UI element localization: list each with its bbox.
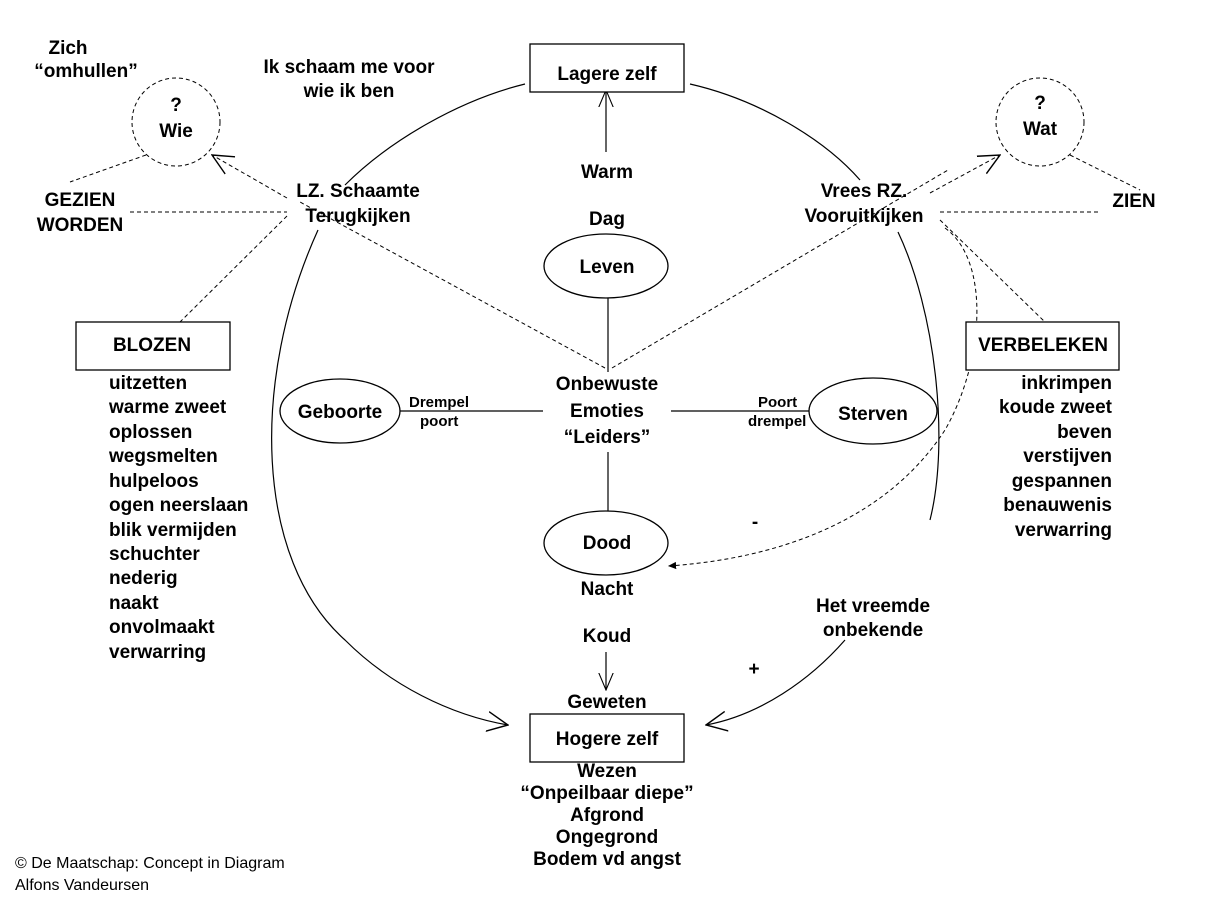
right-threshold-line1: Poort xyxy=(758,394,797,411)
left-node-line1: LZ. Schaamte xyxy=(296,181,420,202)
life-label: Leven xyxy=(580,257,635,278)
warm-label: Warm xyxy=(581,162,633,183)
center-line2: Emoties xyxy=(570,401,644,422)
list-item: verwarring xyxy=(109,642,206,663)
cold-label: Koud xyxy=(583,626,632,647)
lower-self-label: Lagere zelf xyxy=(557,64,657,85)
minus-sign: - xyxy=(752,512,758,533)
right-threshold-line2: drempel xyxy=(748,413,806,430)
list-item: beven xyxy=(1057,422,1112,443)
dashed-fear-to-what-arrow xyxy=(929,155,1000,194)
list-item: gespannen xyxy=(1012,471,1112,492)
seen-line1: GEZIEN xyxy=(45,190,116,211)
blush-box xyxy=(75,321,231,371)
essence-line5: Bodem vd angst xyxy=(533,849,681,870)
left-threshold-line1: Drempel xyxy=(409,394,469,411)
left-threshold-line2: poort xyxy=(420,413,458,430)
who-circle xyxy=(131,77,221,167)
credit-line2: Alfons Vandeursen xyxy=(15,877,149,894)
list-item: verstijven xyxy=(1023,446,1112,467)
list-item: naakt xyxy=(109,593,159,614)
blush-title: BLOZEN xyxy=(113,335,191,356)
dashed-what-to-see xyxy=(1069,154,1141,191)
list-item: blik vermijden xyxy=(109,520,237,541)
list-item: onvolmaakt xyxy=(109,617,215,638)
stranger-line1: Het vreemde xyxy=(816,596,930,617)
list-item: uitzetten xyxy=(109,373,187,394)
higher-self-box xyxy=(529,713,685,763)
dashed-shame-to-blush xyxy=(179,215,288,323)
circle-arc-right-lower xyxy=(706,639,846,725)
dashed-fear-to-pale xyxy=(939,219,1046,323)
life-ellipse xyxy=(543,233,669,299)
top-left-note-line2: “omhullen” xyxy=(34,61,137,82)
shame-quote-line2: wie ik ben xyxy=(303,81,395,102)
dying-label: Sterven xyxy=(838,404,908,425)
top-left-note-line1: Zich xyxy=(48,38,87,59)
night-label: Nacht xyxy=(581,579,634,600)
list-item: verwarring xyxy=(1015,520,1112,541)
birth-label: Geboorte xyxy=(298,402,382,423)
higher-self-label: Hogere zelf xyxy=(556,729,659,750)
list-item: ogen neerslaan xyxy=(109,495,248,516)
lower-self-box xyxy=(529,43,685,93)
center-line3: “Leiders” xyxy=(564,427,651,448)
day-label: Dag xyxy=(589,209,625,230)
dying-ellipse xyxy=(808,377,938,445)
list-item: nederig xyxy=(109,568,178,589)
list-item: benauwenis xyxy=(1003,495,1112,516)
circle-arc-top-left xyxy=(344,83,526,186)
circle-arc-left xyxy=(271,229,508,725)
circle-arc-right-upper xyxy=(897,231,940,521)
what-circle-question: ? xyxy=(1034,93,1046,114)
dashed-shame-to-who-arrow xyxy=(212,155,288,199)
essence-line3: Afgrond xyxy=(570,805,644,826)
pale-box xyxy=(965,321,1120,371)
who-circle-label: Wie xyxy=(159,121,193,142)
birth-ellipse xyxy=(279,378,401,444)
dashed-center-to-shame xyxy=(299,201,606,369)
left-node-line2: Terugkijken xyxy=(305,206,410,227)
pale-list: inkrimpen koude zweet beven verstijven g… xyxy=(999,373,1113,541)
death-ellipse xyxy=(543,510,669,576)
who-circle-question: ? xyxy=(170,95,182,116)
list-item: inkrimpen xyxy=(1021,373,1112,394)
what-circle-label: Wat xyxy=(1023,119,1058,140)
dashed-center-to-fear xyxy=(611,169,949,369)
stranger-line2: onbekende xyxy=(823,620,923,641)
pale-title: VERBELEKEN xyxy=(978,335,1108,356)
credit-line1: © De Maatschap: Concept in Diagram xyxy=(15,855,285,872)
list-item: schuchter xyxy=(109,544,200,565)
conscience-label: Geweten xyxy=(567,692,646,713)
essence-line4: Ongegrond xyxy=(556,827,658,848)
list-item: warme zweet xyxy=(108,397,227,418)
plus-sign: + xyxy=(748,659,759,680)
list-item: hulpeloos xyxy=(109,471,199,492)
essence-line2: “Onpeilbaar diepe” xyxy=(520,783,693,804)
right-node-line1: Vrees RZ. xyxy=(821,181,908,202)
list-item: wegsmelten xyxy=(108,446,218,467)
blush-list: uitzetten warme zweet oplossen wegsmelte… xyxy=(108,373,248,663)
essence-line1: Wezen xyxy=(577,761,637,782)
shame-quote-line1: Ik schaam me voor xyxy=(263,57,435,78)
list-item: oplossen xyxy=(109,422,192,443)
dashed-fear-to-death-arrow xyxy=(667,227,978,570)
seen-line2: WORDEN xyxy=(37,215,124,236)
list-item: koude zweet xyxy=(999,397,1113,418)
see-label: ZIEN xyxy=(1112,191,1155,212)
what-circle xyxy=(995,77,1085,167)
right-node-line2: Vooruitkijken xyxy=(805,206,924,227)
circle-arc-top-right xyxy=(689,83,861,181)
dashed-who-to-seen xyxy=(69,154,147,183)
death-label: Dood xyxy=(583,533,632,554)
center-line1: Onbewuste xyxy=(556,374,658,395)
